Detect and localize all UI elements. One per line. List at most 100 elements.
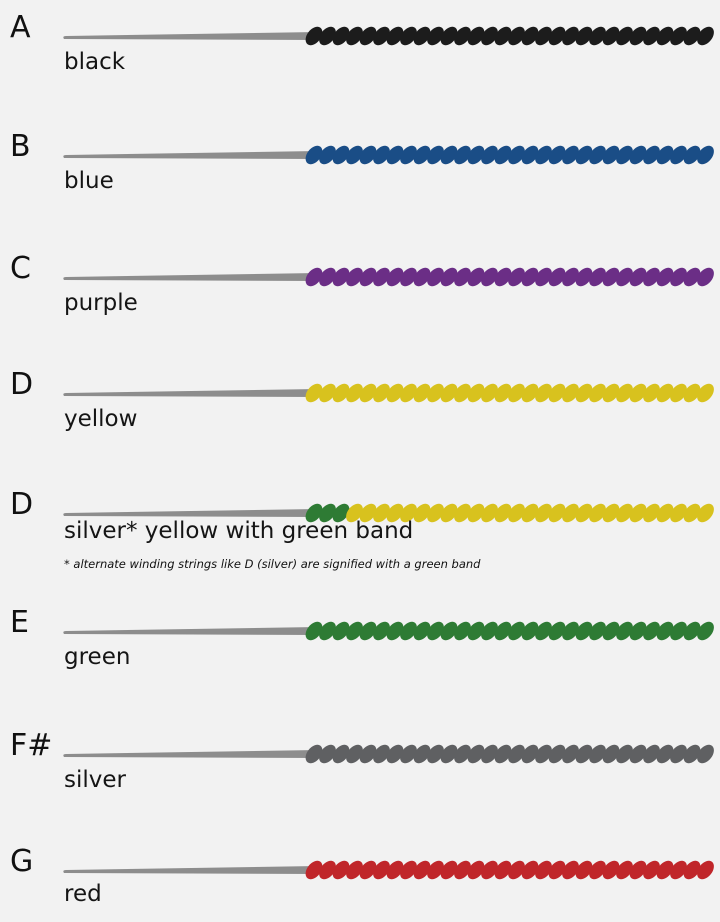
coil-winding xyxy=(535,383,552,403)
coil-winding xyxy=(400,744,417,764)
color-label: silver xyxy=(64,767,126,793)
coil-winding xyxy=(535,744,552,764)
coil-winding xyxy=(643,503,660,523)
coil-winding xyxy=(346,744,363,764)
string-row-d-silver: D silver* yellow with green band xyxy=(0,485,720,565)
bare-wire xyxy=(63,509,319,517)
coil-winding xyxy=(319,744,336,764)
coil-winding xyxy=(656,145,674,165)
coil-winding xyxy=(521,383,539,403)
string-row-b: B blue xyxy=(0,127,720,207)
coil-winding xyxy=(481,744,498,764)
coil-winding xyxy=(359,621,377,641)
coil-winding xyxy=(508,267,525,287)
coil-winding xyxy=(670,26,687,46)
coil-winding xyxy=(508,621,525,641)
coil-winding xyxy=(589,26,606,46)
coil-winding xyxy=(413,383,431,403)
coil-winding xyxy=(332,860,350,880)
coil-winding xyxy=(643,267,660,287)
note-letter: C xyxy=(10,251,31,286)
coil-winding xyxy=(359,145,377,165)
coil-winding xyxy=(562,145,579,165)
string-row-a: A black xyxy=(0,8,720,88)
coil-winding xyxy=(670,860,687,880)
coil-winding xyxy=(440,503,458,523)
bare-wire xyxy=(63,389,319,397)
coil-winding xyxy=(440,621,458,641)
coil-winding xyxy=(535,503,552,523)
coil-winding xyxy=(683,503,701,523)
coil-winding xyxy=(656,860,674,880)
coil-winding xyxy=(427,744,444,764)
coil-winding xyxy=(373,26,390,46)
coil-winding xyxy=(400,26,417,46)
coil-winding xyxy=(413,621,431,641)
coil-winding xyxy=(359,26,377,46)
string-row-e: E green xyxy=(0,603,720,683)
coil-winding xyxy=(332,267,350,287)
coil-winding xyxy=(548,383,566,403)
coil-winding xyxy=(602,26,620,46)
color-label: black xyxy=(64,49,126,75)
coil-winding xyxy=(548,744,566,764)
string-row-d: D yellow xyxy=(0,365,720,445)
coil-winding xyxy=(521,621,539,641)
coil-winding xyxy=(670,383,687,403)
note-letter: A xyxy=(10,10,31,45)
coil-winding xyxy=(359,503,377,523)
coil-winding xyxy=(467,145,485,165)
coil-winding xyxy=(494,744,512,764)
coil-winding xyxy=(319,145,336,165)
coil-winding xyxy=(346,383,363,403)
coil-winding xyxy=(346,621,363,641)
coil-winding xyxy=(575,267,593,287)
coil-winding xyxy=(589,145,606,165)
note-letter: E xyxy=(10,605,29,640)
coil-winding xyxy=(413,145,431,165)
string-illustration xyxy=(63,744,714,764)
color-label: silver* yellow with green band xyxy=(64,518,414,544)
coil-winding xyxy=(467,744,485,764)
coil-winding xyxy=(508,26,525,46)
coil-winding xyxy=(683,383,701,403)
coil-winding xyxy=(643,744,660,764)
coil-winding xyxy=(481,860,498,880)
coil-winding xyxy=(346,145,363,165)
green-band-winding xyxy=(305,503,323,523)
coil-winding xyxy=(670,621,687,641)
coil-winding xyxy=(386,383,404,403)
coil-winding xyxy=(683,621,701,641)
coil-winding xyxy=(373,503,390,523)
color-label: green xyxy=(64,644,131,670)
coil-winding xyxy=(656,744,674,764)
coil-winding xyxy=(427,383,444,403)
coil-winding xyxy=(305,860,323,880)
coil-winding xyxy=(643,860,660,880)
coil-winding xyxy=(697,26,714,46)
coil-winding xyxy=(575,503,593,523)
coil-winding xyxy=(481,383,498,403)
coil-winding xyxy=(643,383,660,403)
color-label: purple xyxy=(64,290,138,316)
footnote: * alternate winding strings like D (silv… xyxy=(64,557,481,571)
coil-winding xyxy=(386,26,404,46)
coil-winding xyxy=(562,621,579,641)
coil-winding xyxy=(589,267,606,287)
coil-winding xyxy=(305,621,323,641)
coil-winding xyxy=(616,860,633,880)
coil-winding xyxy=(575,744,593,764)
coil-winding xyxy=(305,744,323,764)
bare-wire xyxy=(63,151,319,159)
coil-winding xyxy=(548,503,566,523)
coil-winding xyxy=(400,145,417,165)
coil-winding xyxy=(481,145,498,165)
coil-winding xyxy=(386,503,404,523)
coil-winding xyxy=(454,860,471,880)
coil-winding xyxy=(656,383,674,403)
string-illustration xyxy=(63,26,714,46)
coil-winding xyxy=(427,503,444,523)
coil-winding xyxy=(670,267,687,287)
coil-winding xyxy=(616,621,633,641)
coil-winding xyxy=(548,860,566,880)
